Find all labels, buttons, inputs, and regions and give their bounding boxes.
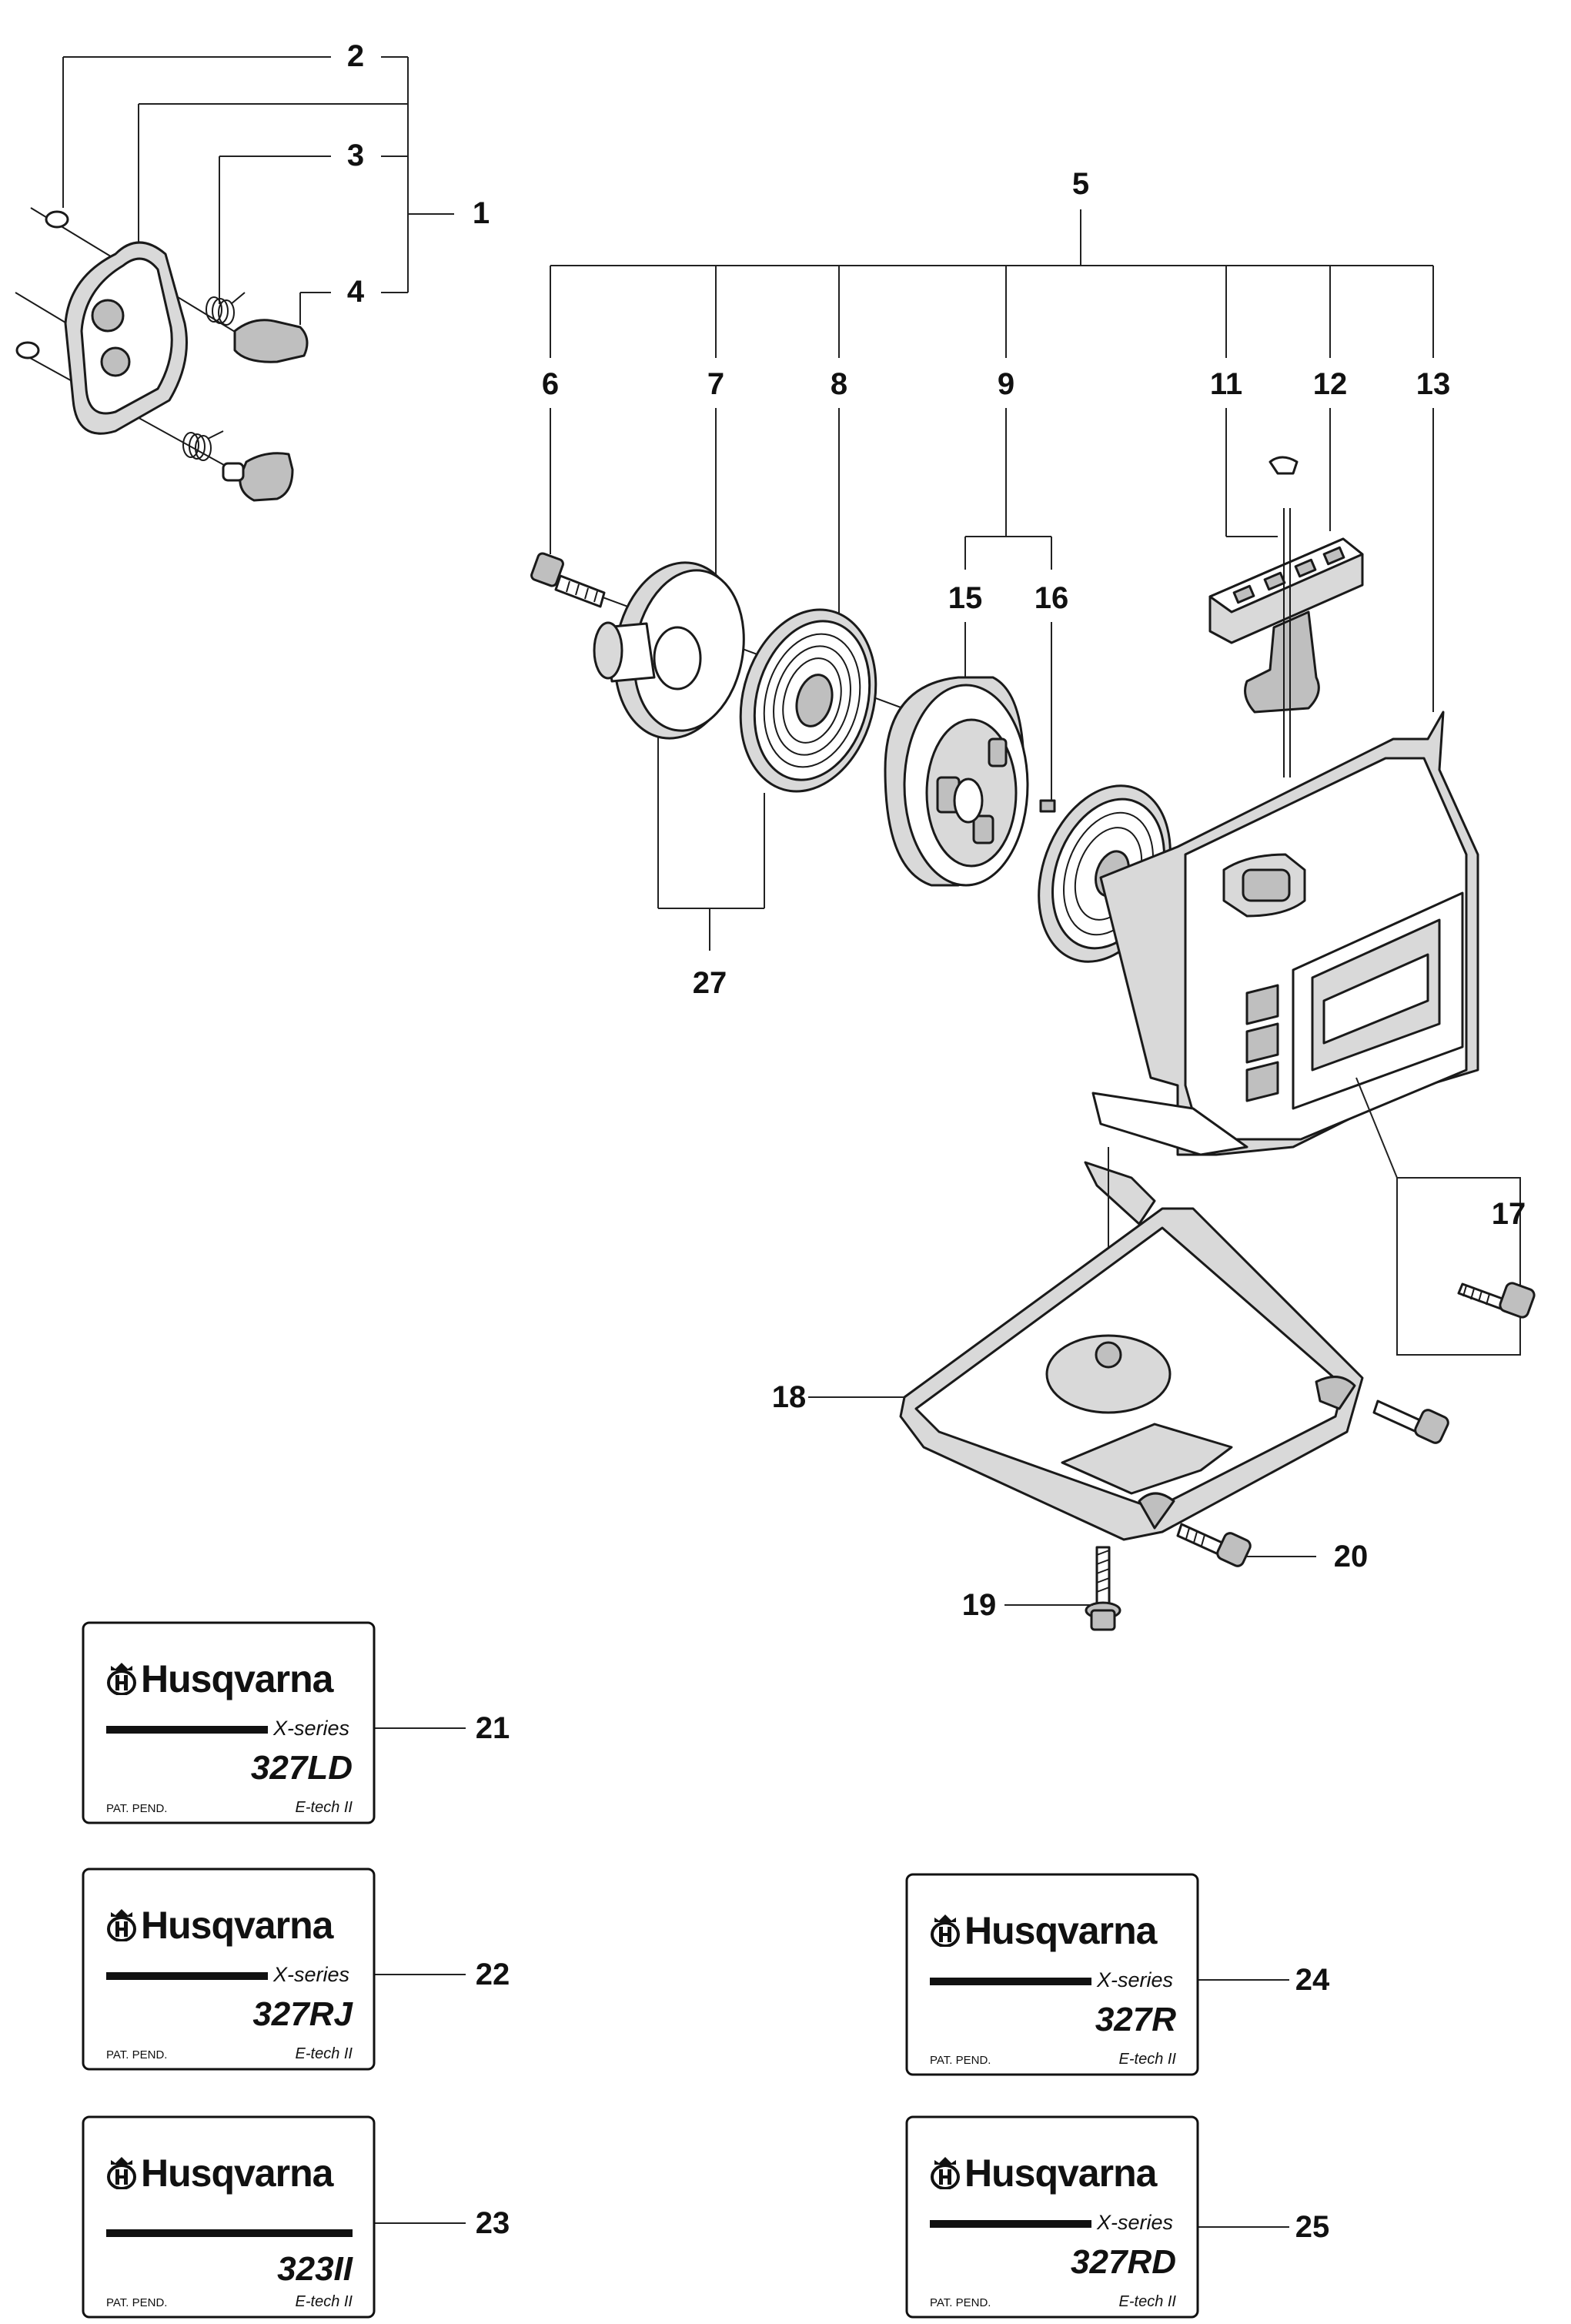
callout-7: 7 — [707, 367, 724, 401]
decal-model: 327R — [1095, 2001, 1176, 2038]
callout-18: 18 — [772, 1380, 807, 1414]
decal-pat: PAT. PEND. — [930, 2054, 991, 2067]
decal-brand: Husqvarna — [141, 2152, 335, 2195]
callout-5: 5 — [1072, 167, 1089, 201]
callout-15: 15 — [948, 581, 983, 615]
callout-23: 23 — [476, 2206, 510, 2240]
recoil-spring-8 — [739, 608, 877, 793]
decal-pat: PAT. PEND. — [106, 2296, 167, 2309]
base-plate-18 — [899, 1147, 1364, 1541]
callout-19: 19 — [962, 1588, 997, 1622]
decal-model: 323II — [277, 2250, 353, 2288]
decal-etech: E-tech II — [1119, 2051, 1177, 2068]
decal-pat: PAT. PEND. — [930, 2296, 991, 2309]
decal-brand: Husqvarna — [141, 1657, 335, 1700]
decal-pat: PAT. PEND. — [106, 1802, 167, 1815]
decal-series: X-series — [272, 1963, 349, 1986]
decal-model: 327RD — [1071, 2243, 1176, 2281]
callout-24: 24 — [1295, 1963, 1330, 1997]
callout-8: 8 — [831, 367, 847, 401]
decal-series: X-series — [1096, 2211, 1173, 2234]
detail-box-17 — [1355, 1077, 1536, 1356]
starter-handle-12 — [1208, 456, 1364, 777]
decal-series: X-series — [1096, 1968, 1173, 1991]
callout-3: 3 — [347, 139, 364, 172]
clip-bottom — [15, 341, 40, 359]
callout-9: 9 — [998, 367, 1014, 401]
decal-series: X-series — [272, 1717, 349, 1740]
rope-knot — [1268, 456, 1299, 475]
decal-327R: Husqvarna X-series 327R PAT. PEND. E-tec… — [905, 1873, 1199, 2076]
callout-11: 11 — [1210, 367, 1242, 401]
decal-323II: Husqvarna 323II PAT. PEND. E-tech II — [82, 2115, 376, 2319]
starter-housing-13 — [1084, 711, 1479, 1226]
decal-327RD: Husqvarna X-series 327RD PAT. PEND. E-te… — [905, 2115, 1199, 2319]
screw-19 — [1085, 1546, 1121, 1631]
callout-4: 4 — [347, 275, 365, 309]
callout-21: 21 — [476, 1711, 510, 1745]
spring-top — [206, 292, 246, 326]
decal-etech: E-tech II — [296, 2045, 353, 2062]
callout-25: 25 — [1295, 2210, 1330, 2244]
callout-13: 13 — [1416, 367, 1451, 401]
callout-20: 20 — [1334, 1540, 1369, 1573]
rope-pulley-15 — [884, 676, 1029, 887]
screw-18-side — [1372, 1399, 1449, 1444]
decal-etech: E-tech II — [296, 1799, 353, 1816]
leader-lines-lower — [374, 1396, 1316, 2228]
leader-lines-group-5 — [550, 209, 1434, 951]
decal-brand: Husqvarna — [141, 1904, 335, 1947]
callout-27: 27 — [693, 966, 727, 1000]
decal-brand: Husqvarna — [964, 1909, 1158, 1952]
pawl-bottom — [239, 452, 294, 502]
decal-etech: E-tech II — [1119, 2293, 1177, 2310]
decal-etech: E-tech II — [296, 2293, 353, 2310]
decal-model: 327LD — [251, 1749, 353, 1787]
callout-22: 22 — [476, 1958, 510, 1991]
clip-top — [45, 210, 69, 229]
callout-2: 2 — [347, 39, 364, 73]
leader-lines-group-1 — [62, 56, 454, 325]
screw-20 — [1176, 1523, 1252, 1567]
decal-pat: PAT. PEND. — [106, 2048, 167, 2062]
callout-numbers: 2 3 1 4 5 6 7 8 9 11 12 13 15 16 27 17 1… — [347, 39, 1526, 2244]
decal-327LD: Husqvarna X-series 327LD PAT. PEND. E-te… — [82, 1621, 376, 1824]
callout-6: 6 — [542, 367, 559, 401]
pulley-7 — [593, 561, 745, 740]
spring-bottom — [182, 430, 224, 461]
decal-model: 327RJ — [252, 1995, 353, 2033]
decal-327RJ: Husqvarna X-series 327RJ PAT. PEND. E-te… — [82, 1868, 376, 2071]
screw-17 — [1457, 1282, 1536, 1319]
starter-pawl-assembly — [15, 207, 309, 502]
callout-17: 17 — [1492, 1197, 1526, 1231]
decal-brand: Husqvarna — [964, 2152, 1158, 2195]
callout-1: 1 — [473, 196, 490, 230]
pawl-top — [233, 319, 309, 363]
callout-12: 12 — [1313, 367, 1348, 401]
callout-16: 16 — [1035, 581, 1069, 615]
